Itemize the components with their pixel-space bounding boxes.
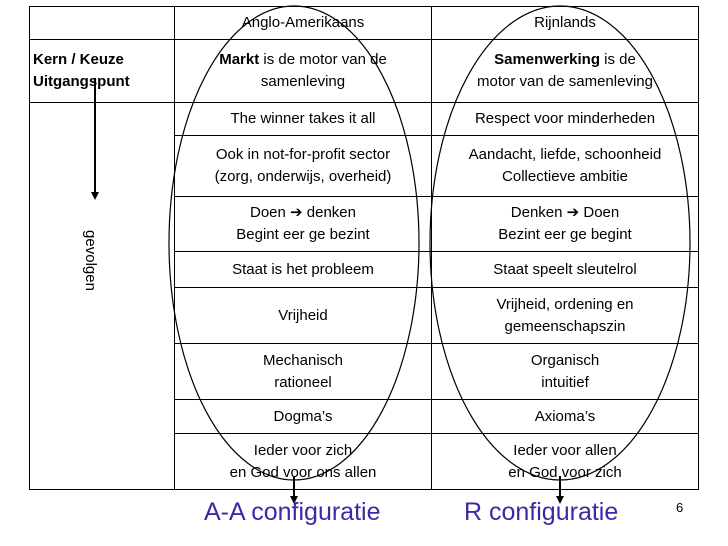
bold-term: Markt bbox=[219, 51, 260, 68]
cell-line: Organisch bbox=[530, 351, 600, 369]
cell-line: Aandacht, liefde, schoonheid bbox=[468, 146, 662, 163]
r-configuratie-label: R configuratie bbox=[464, 498, 619, 526]
table-cell: Ieder voor allen en God voor zich bbox=[431, 433, 699, 490]
cell-line: Denken ➔ Doen bbox=[510, 204, 620, 221]
table-cell: Mechanisch rationeel bbox=[174, 343, 432, 400]
cell-line: Doen ➔ denken bbox=[250, 204, 356, 221]
comparison-table: Anglo-Amerikaans Rijnlands Kern / Keuze … bbox=[29, 6, 699, 490]
table-cell: Staat speelt sleutelrol bbox=[431, 251, 699, 288]
table-cell: Markt is de motor van de samenleving bbox=[174, 39, 432, 103]
cell-line: Staat speelt sleutelrol bbox=[493, 260, 637, 278]
cell-line: Staat is het probleem bbox=[232, 260, 374, 278]
cell-line: en God voor ons allen bbox=[229, 463, 377, 481]
row-header-line-1: Kern / Keuze bbox=[33, 51, 124, 68]
cell-line: Vrijheid bbox=[278, 306, 328, 324]
cell-line: Markt is de motor van de bbox=[177, 49, 429, 71]
table-cell: Staat is het probleem bbox=[174, 251, 432, 288]
cell-line: Ook in not-for-profit sector bbox=[215, 146, 391, 163]
column-header-anglo: Anglo-Amerikaans bbox=[174, 6, 432, 40]
table-cell: Vrijheid, ordening en gemeenschapszin bbox=[431, 287, 699, 344]
table-cell: Respect voor minderheden bbox=[431, 102, 699, 136]
table-cell: Ook in not-for-profit sector (zorg, onde… bbox=[174, 135, 432, 197]
cell-line: Collectieve ambitie bbox=[502, 168, 628, 185]
cell-line: Samenwerking is de bbox=[434, 49, 696, 71]
table-cell: Ieder voor zich en God voor ons allen bbox=[174, 433, 432, 490]
table-cell: Doen ➔ denken Begint eer ge bezint bbox=[174, 196, 432, 252]
cell-line: Ieder voor allen bbox=[513, 441, 617, 459]
table-cell: Organisch intuitief bbox=[431, 343, 699, 400]
table-row: Kern / Keuze Uitgangspunt Markt is de mo… bbox=[29, 39, 699, 103]
cell-line: The winner takes it all bbox=[230, 110, 376, 127]
cell-line: motor van de samenleving bbox=[477, 73, 653, 90]
bold-term: Samenwerking bbox=[494, 51, 600, 68]
column-header-rijnlands: Rijnlands bbox=[431, 6, 699, 40]
cell-line: Axioma’s bbox=[534, 407, 596, 425]
cell-line: Vrijheid, ordening en bbox=[496, 295, 634, 313]
cell-line: Dogma’s bbox=[273, 407, 333, 425]
table-cell: Dogma’s bbox=[174, 399, 432, 434]
table-cell: Axioma’s bbox=[431, 399, 699, 434]
cell-line: (zorg, onderwijs, overheid) bbox=[214, 168, 392, 185]
table-cell: Denken ➔ Doen Bezint eer ge begint bbox=[431, 196, 699, 252]
cell-line: Mechanisch bbox=[262, 351, 344, 369]
cell-line: Respect voor minderheden bbox=[474, 110, 656, 127]
cell-text: is de motor van de bbox=[259, 51, 387, 68]
empty-corner-cell bbox=[29, 6, 175, 40]
cell-line: Ieder voor zich bbox=[253, 441, 353, 459]
cell-line: intuitief bbox=[541, 373, 589, 391]
cell-line: Bezint eer ge begint bbox=[498, 226, 632, 243]
cell-line: Begint eer ge bezint bbox=[236, 226, 370, 243]
table-cell: Vrijheid bbox=[174, 287, 432, 344]
gevolgen-label: gevolgen bbox=[81, 230, 99, 291]
table-row: The winner takes it all Respect voor min… bbox=[29, 102, 699, 490]
table-header-row: Anglo-Amerikaans Rijnlands bbox=[29, 6, 699, 40]
row-header-kern: Kern / Keuze Uitgangspunt bbox=[29, 39, 175, 103]
row-header-line-2: Uitgangspunt bbox=[33, 73, 130, 90]
cell-line: rationeel bbox=[274, 373, 332, 391]
aa-configuratie-label: A-A configuratie bbox=[204, 498, 381, 526]
page-number: 6 bbox=[676, 500, 684, 515]
cell-text: is de bbox=[600, 51, 636, 68]
cell-line: samenleving bbox=[260, 73, 346, 90]
gevolgen-cell bbox=[29, 102, 175, 490]
cell-line: en God voor zich bbox=[508, 463, 622, 481]
table-cell: Samenwerking is de motor van de samenlev… bbox=[431, 39, 699, 103]
table-cell: Aandacht, liefde, schoonheid Collectieve… bbox=[431, 135, 699, 197]
table-cell: The winner takes it all bbox=[174, 102, 432, 136]
cell-line: gemeenschapszin bbox=[504, 317, 626, 335]
